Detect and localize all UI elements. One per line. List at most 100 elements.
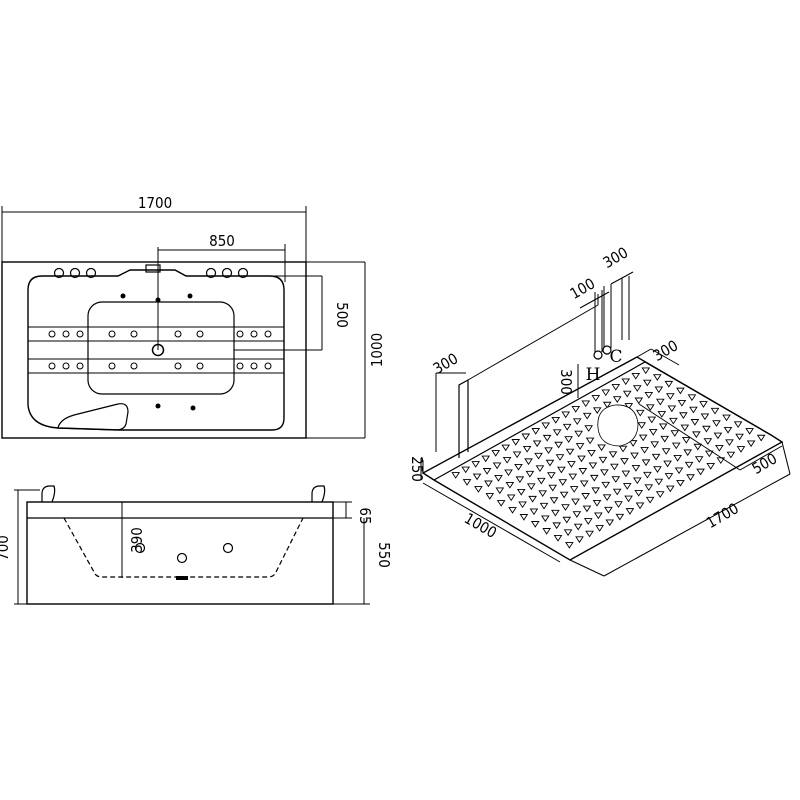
floor-pattern-triangle — [635, 409, 645, 417]
floor-pattern-triangle — [681, 437, 691, 444]
basin-profile — [63, 517, 304, 578]
floor-pattern-triangle — [673, 455, 682, 462]
floor-pattern-triangle — [528, 495, 537, 503]
floor-pattern-triangle — [541, 515, 550, 523]
floor-pattern-triangle — [725, 439, 734, 447]
floor-pattern-triangle — [578, 468, 588, 475]
floor-pattern-triangle — [638, 434, 648, 442]
floor-pattern-triangle — [620, 458, 629, 465]
dim-pipe-offset: 300 — [600, 243, 631, 271]
floor-pattern-triangle — [472, 473, 482, 481]
floor-pattern-triangle — [565, 542, 574, 549]
floor-pattern-triangle — [658, 423, 668, 431]
floor-pattern-triangle — [645, 496, 655, 504]
top-view: 1700 1000 — [1, 194, 386, 439]
dim-side-clearance: 300 — [650, 336, 681, 364]
floor-pattern-triangle — [657, 411, 667, 418]
floor-pattern-triangle — [491, 450, 501, 457]
dim-floor-width: 1000 — [461, 509, 500, 542]
floor-pattern-triangle — [588, 462, 598, 470]
floor-pattern-triangle — [692, 431, 701, 439]
dim-pipe-spacing: 100 — [567, 274, 598, 302]
floor-pattern-triangle — [656, 398, 665, 406]
floor-pattern-triangle — [551, 417, 561, 424]
floor-pattern-triangle — [622, 390, 632, 398]
floor-pattern-triangle — [699, 401, 708, 408]
floor-pattern-triangle — [611, 476, 621, 483]
floor-pattern-triangle — [666, 393, 675, 400]
floor-pattern-triangle — [654, 386, 664, 394]
hot-pipe-outlet — [593, 350, 603, 360]
floor-pattern-triangle — [553, 535, 563, 542]
floor-pattern-triangle — [602, 494, 612, 502]
floor-pattern-triangle — [722, 414, 731, 422]
floor-pattern-triangle — [700, 413, 710, 421]
floor-pattern-triangle — [579, 480, 589, 488]
floor-pattern-triangle — [631, 372, 641, 380]
floor-pattern-triangle — [641, 459, 651, 467]
floor-pattern-triangle — [571, 406, 581, 413]
floor-pattern-triangle — [693, 443, 703, 451]
floor-pattern-triangle — [555, 454, 565, 461]
floor-pattern-triangle — [703, 438, 713, 445]
floor-drain-cutout — [597, 404, 639, 447]
floor-pattern-triangle — [521, 433, 531, 441]
floor-pattern-triangle — [677, 399, 687, 407]
floor-pattern-triangle — [600, 469, 609, 477]
floor-pattern-triangle — [645, 404, 655, 411]
floor-pattern-triangle — [589, 474, 599, 482]
floor-pattern-triangle — [735, 433, 744, 441]
side-jet-center — [176, 552, 188, 564]
floor-pattern-triangle — [544, 447, 553, 455]
floor-pattern-triangle — [595, 525, 604, 532]
floor-pattern-triangle — [508, 507, 517, 514]
overflow-control — [145, 264, 161, 273]
floor-pattern-triangle — [530, 521, 540, 528]
floor-pattern-triangle — [561, 411, 571, 419]
floor-pattern-triangle — [680, 424, 690, 432]
headrest-left — [41, 485, 56, 503]
floor-pattern-triangle — [631, 465, 641, 472]
floor-pattern-triangle — [474, 486, 483, 493]
dim-pipe-height: 300 — [557, 369, 575, 395]
floor-pattern-triangle — [615, 513, 625, 521]
floor-pattern-triangle — [632, 477, 642, 485]
floor-pattern-triangle — [542, 434, 552, 442]
floor-pattern-triangle — [644, 392, 654, 399]
floor-pattern-triangle — [605, 519, 615, 527]
floor-pattern-triangle — [647, 416, 657, 424]
floor-pattern-triangle — [502, 457, 512, 464]
floor-pattern-triangle — [584, 425, 593, 432]
floor-pattern-triangle — [601, 481, 611, 489]
floor-pattern-triangle — [653, 466, 662, 473]
floor-pattern-triangle — [562, 423, 572, 431]
floor-pattern-triangle — [525, 470, 535, 478]
floor-pattern-triangle — [655, 491, 665, 498]
floor-pattern-triangle — [634, 397, 644, 405]
dim-basin-depth: 390 — [128, 527, 146, 553]
floor-pattern-triangle — [591, 395, 601, 402]
floor-pattern-triangle — [592, 499, 602, 507]
floor-pattern-triangle — [557, 466, 566, 474]
floor-pattern-triangle — [592, 407, 602, 415]
floor-pattern-triangle — [745, 428, 754, 435]
floor-pattern-triangle — [552, 429, 562, 437]
floor-pattern-triangle — [611, 383, 621, 391]
floor-pattern-triangle — [559, 491, 569, 499]
side-view: 700 390 65 550 — [0, 485, 393, 605]
floor-pattern-triangle — [664, 380, 674, 388]
floor-pattern-triangle — [622, 483, 632, 490]
floor-pattern-triangle — [756, 434, 766, 442]
floor-pattern-triangle — [686, 474, 695, 481]
floor-pattern-triangle — [690, 419, 700, 426]
floor-pattern-triangle — [710, 407, 720, 415]
floor-pattern-triangle — [702, 425, 711, 433]
floor-pattern-triangle — [583, 518, 593, 525]
floor-pattern-triangle — [625, 508, 635, 515]
floor-pattern-triangle — [552, 522, 562, 530]
floor-pattern-triangle — [664, 473, 674, 480]
floor-pattern-triangle — [630, 452, 639, 460]
floor-pattern-triangle — [723, 426, 733, 434]
headrest-right — [311, 485, 326, 503]
floor-pattern-triangle — [538, 490, 548, 498]
